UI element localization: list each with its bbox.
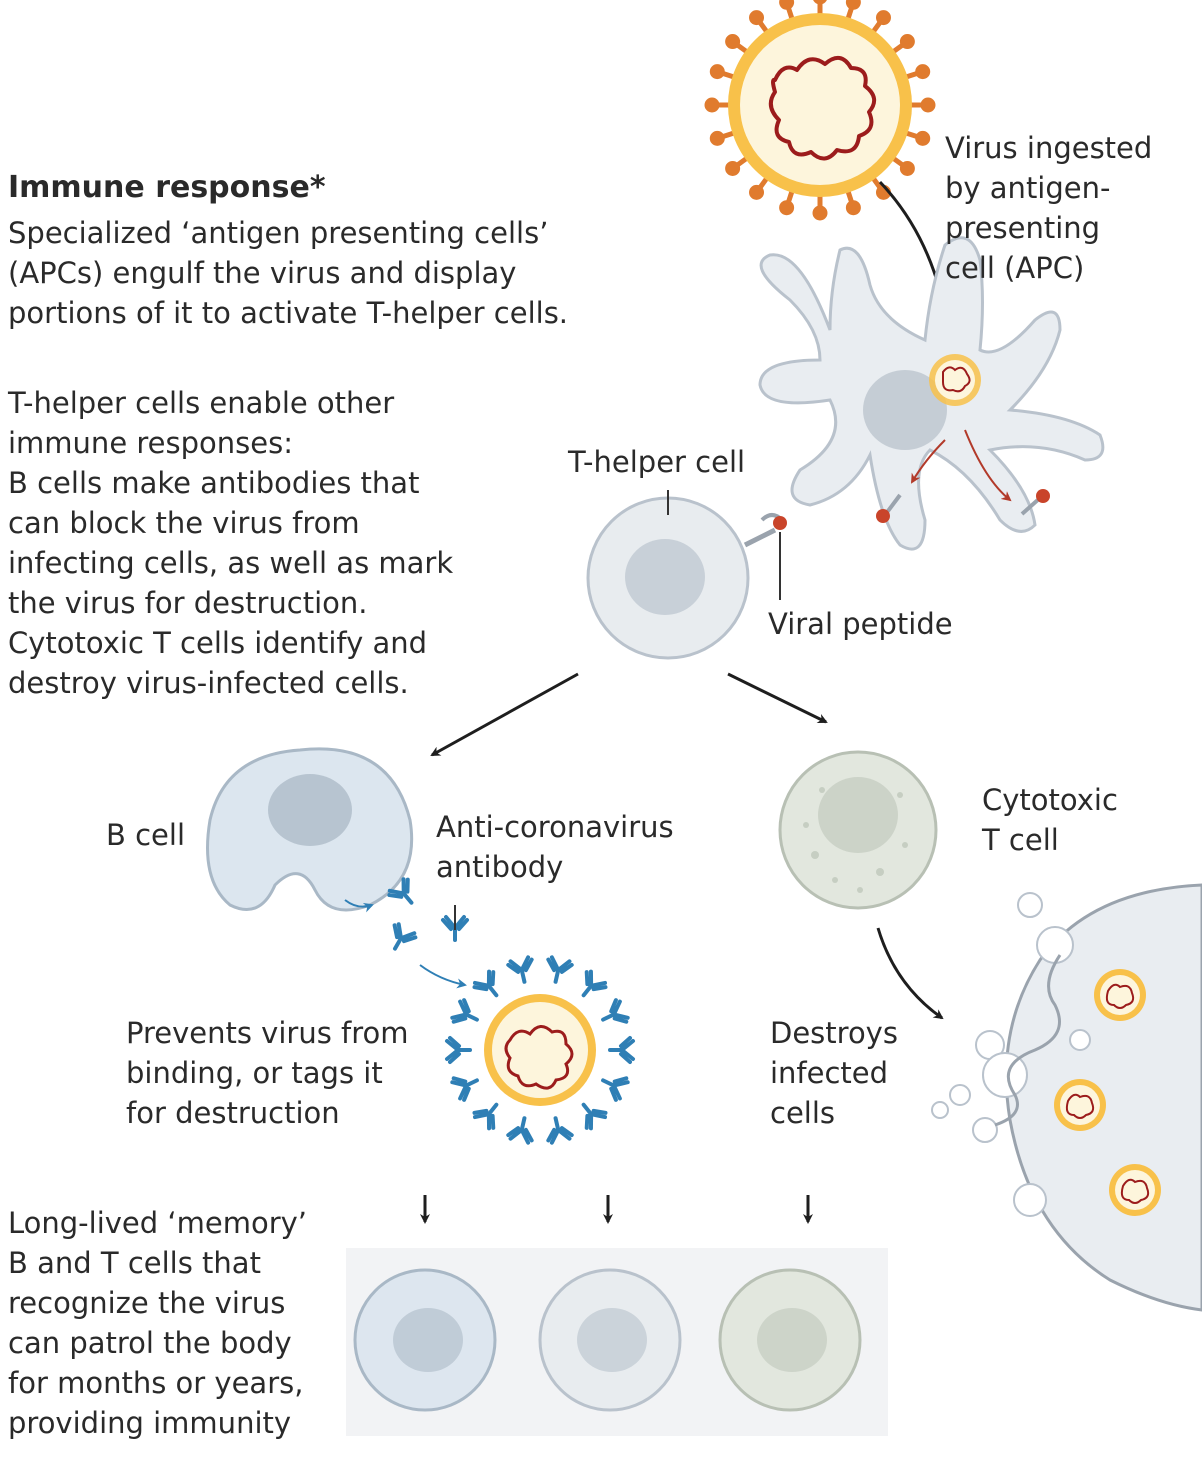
intro-text: Specialized ‘antigen presenting cells’ (… (8, 216, 569, 330)
viral-peptide-label: Viral peptide (768, 607, 953, 641)
helper-text: T-helper cells enable other immune respo… (8, 386, 454, 700)
ingested-virus-icon (929, 354, 981, 406)
virus-icon (1094, 969, 1146, 1021)
virus-ingested-label: Virus ingested by antigen- presenting ce… (945, 131, 1153, 285)
b-cell-label: B cell (106, 818, 186, 852)
arrow-icon (727, 672, 828, 724)
cytotoxic-t-cell-icon (778, 750, 938, 910)
virus-icon (704, 0, 936, 221)
t-helper-label: T-helper cell (568, 445, 746, 479)
apc-cell-icon (758, 236, 1105, 551)
infected-cell-icon (931, 883, 1202, 1312)
tagged-virus-icon (445, 954, 635, 1146)
memory-text: Long-lived ‘memory’ B and T cells that r… (8, 1206, 307, 1440)
prevents-label: Prevents virus from binding, or tags it … (126, 1016, 409, 1130)
b-cell-icon (206, 747, 414, 912)
antibody-icon (344, 875, 469, 989)
arrow-icon (876, 927, 944, 1020)
memory-cells (346, 1248, 888, 1436)
arrow-icon (430, 672, 579, 757)
virus-icon (1109, 1164, 1161, 1216)
diagram-title: Immune response* (8, 170, 326, 205)
destroys-label: Destroys infected cells (770, 1016, 898, 1130)
antibody-label: Anti-coronavirus antibody (436, 810, 674, 884)
peptide-icon (876, 489, 1050, 523)
t-helper-cell-icon (586, 490, 787, 660)
virus-icon (1054, 1079, 1106, 1131)
cytotoxic-label: Cytotoxic T cell (982, 783, 1118, 857)
arrow-icon (420, 1195, 813, 1224)
